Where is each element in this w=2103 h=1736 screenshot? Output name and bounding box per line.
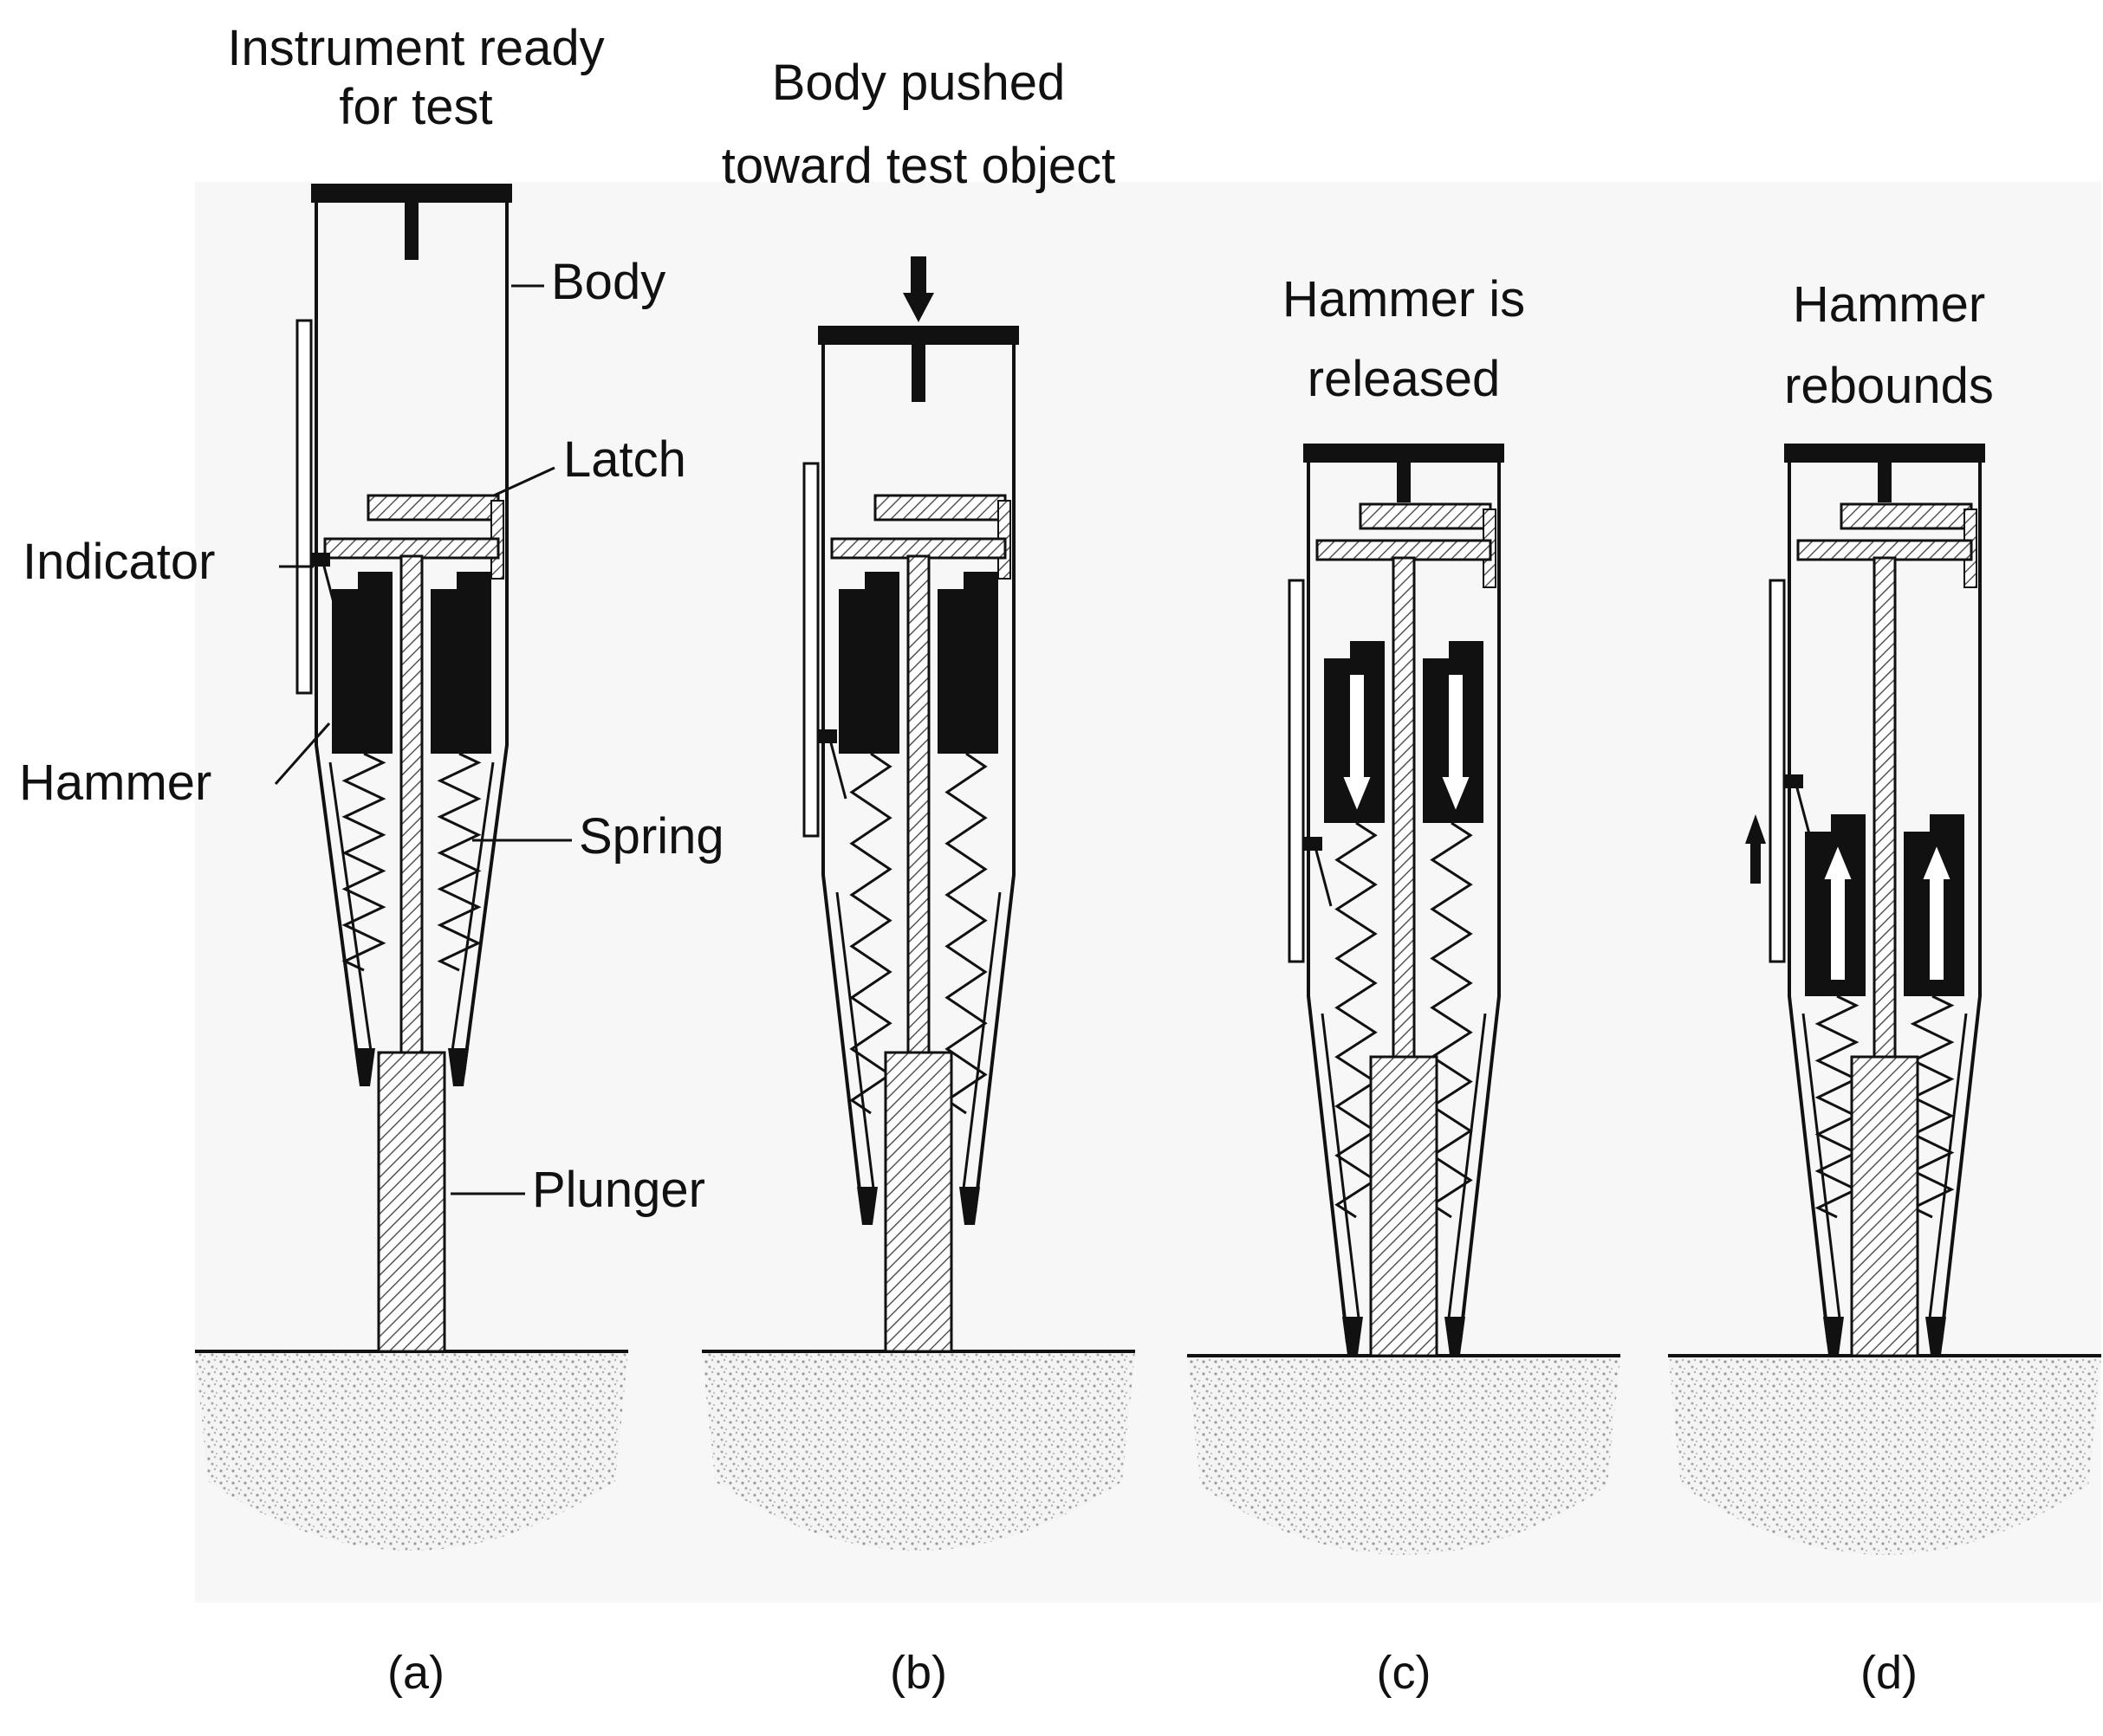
panel-a-caption: (a) [387, 1647, 445, 1699]
cap-c [1303, 444, 1504, 463]
spring-left-c [1334, 821, 1378, 1219]
label-body: Body [551, 254, 666, 310]
hammer-right-a [431, 572, 491, 754]
indicator-arm-a [321, 562, 341, 623]
spring-right-a [437, 752, 482, 972]
plunger-d [1850, 1055, 1919, 1357]
hammer-arrow-left-d [1824, 846, 1852, 980]
indicator-scale-d [1769, 579, 1786, 963]
tip-left-c [1342, 1317, 1363, 1355]
label-indicator: Indicator [23, 534, 216, 590]
cap-stem-b [912, 341, 925, 402]
panel-b-title-line-1: Body pushed [771, 55, 1066, 111]
cap-d [1784, 444, 1985, 463]
panel-c-title-line-2: released [1307, 351, 1501, 407]
rod-a [399, 554, 424, 1054]
plunger-a [377, 1051, 446, 1353]
panel-b-caption: (b) [890, 1647, 947, 1699]
panel-c-caption: (c) [1376, 1647, 1431, 1699]
panel-b-title-line-2: toward test object [721, 138, 1116, 194]
panel-a-title-line-1: Instrument ready [227, 20, 605, 76]
hammer-right-b [938, 572, 998, 754]
label-latch: Latch [563, 431, 686, 488]
latch-d [1840, 502, 1973, 530]
plunger-b [884, 1051, 953, 1353]
hammer-left-b [839, 572, 899, 754]
rod-c [1392, 556, 1416, 1059]
panel-c-title-line-1: Hammer is [1282, 271, 1526, 327]
latch-c [1359, 502, 1492, 530]
tip-right-b [959, 1187, 980, 1225]
plunger-c [1369, 1055, 1438, 1357]
spring-right-b [944, 752, 988, 1115]
push-arrow-b [903, 256, 934, 322]
indicator-scale-a [295, 319, 313, 695]
hammer-left-a [332, 572, 393, 754]
tip-right-c [1444, 1317, 1465, 1355]
cap-stem-a [405, 199, 419, 260]
body-inner-wall-b [835, 891, 1002, 1196]
indicator-scale-c [1288, 579, 1305, 963]
body-outline-c [1307, 461, 1501, 1344]
body-inner-wall-c [1321, 1013, 1487, 1326]
spring-right-c [1430, 821, 1473, 1219]
rebound-arrow-d [1745, 814, 1766, 884]
panel-a-title-line-2: for test [339, 79, 493, 135]
tip-left-d [1823, 1317, 1844, 1355]
indicator-a [311, 553, 330, 567]
instrument-c [1187, 444, 1620, 1555]
rod-d [1873, 556, 1897, 1059]
hammer-arrow-right-d [1923, 846, 1950, 980]
tip-left-a [354, 1048, 375, 1086]
spring-left-a [341, 752, 386, 972]
cap-a [311, 184, 512, 203]
label-plunger: Plunger [532, 1162, 705, 1218]
label-spring: Spring [579, 808, 724, 865]
hammer-arrow-left-c [1343, 675, 1371, 810]
indicator-arm-d [1795, 784, 1814, 845]
leader-latch [493, 466, 555, 497]
body-outline-a [315, 201, 509, 1075]
leader-hammer [274, 722, 331, 785]
instrument-b [702, 326, 1135, 1551]
ground-a [195, 1351, 628, 1551]
latch-b [873, 494, 1007, 521]
indicator-b [818, 729, 837, 743]
cap-stem-d [1878, 459, 1892, 502]
indicator-arm-b [828, 739, 847, 800]
ground-b [702, 1351, 1135, 1551]
indicator-scale-b [802, 462, 820, 838]
cap-stem-c [1397, 459, 1411, 502]
ground-c [1187, 1356, 1620, 1555]
tip-right-a [448, 1048, 469, 1086]
body-outline-d [1788, 461, 1982, 1344]
spring-right-d [1910, 994, 1955, 1219]
ground-d [1668, 1356, 2101, 1555]
panel-d-title-line-2: rebounds [1784, 358, 1994, 414]
instrument-a [195, 184, 628, 1551]
cap-b [818, 326, 1019, 345]
panel-d-caption: (d) [1860, 1647, 1918, 1699]
spring-left-b [849, 752, 892, 1115]
spring-left-d [1814, 994, 1860, 1219]
indicator-c [1303, 837, 1322, 851]
body-outline-b [821, 343, 1016, 1214]
tip-right-d [1925, 1317, 1946, 1355]
indicator-arm-c [1314, 846, 1333, 907]
indicator-d [1784, 774, 1803, 788]
panel-d-title-line-1: Hammer [1792, 276, 1986, 333]
latch-a [367, 494, 500, 521]
instrument-d [1668, 444, 2101, 1555]
label-hammer: Hammer [19, 755, 212, 811]
tip-left-b [857, 1187, 878, 1225]
hammer-arrow-right-c [1442, 675, 1470, 810]
rod-b [906, 554, 931, 1054]
